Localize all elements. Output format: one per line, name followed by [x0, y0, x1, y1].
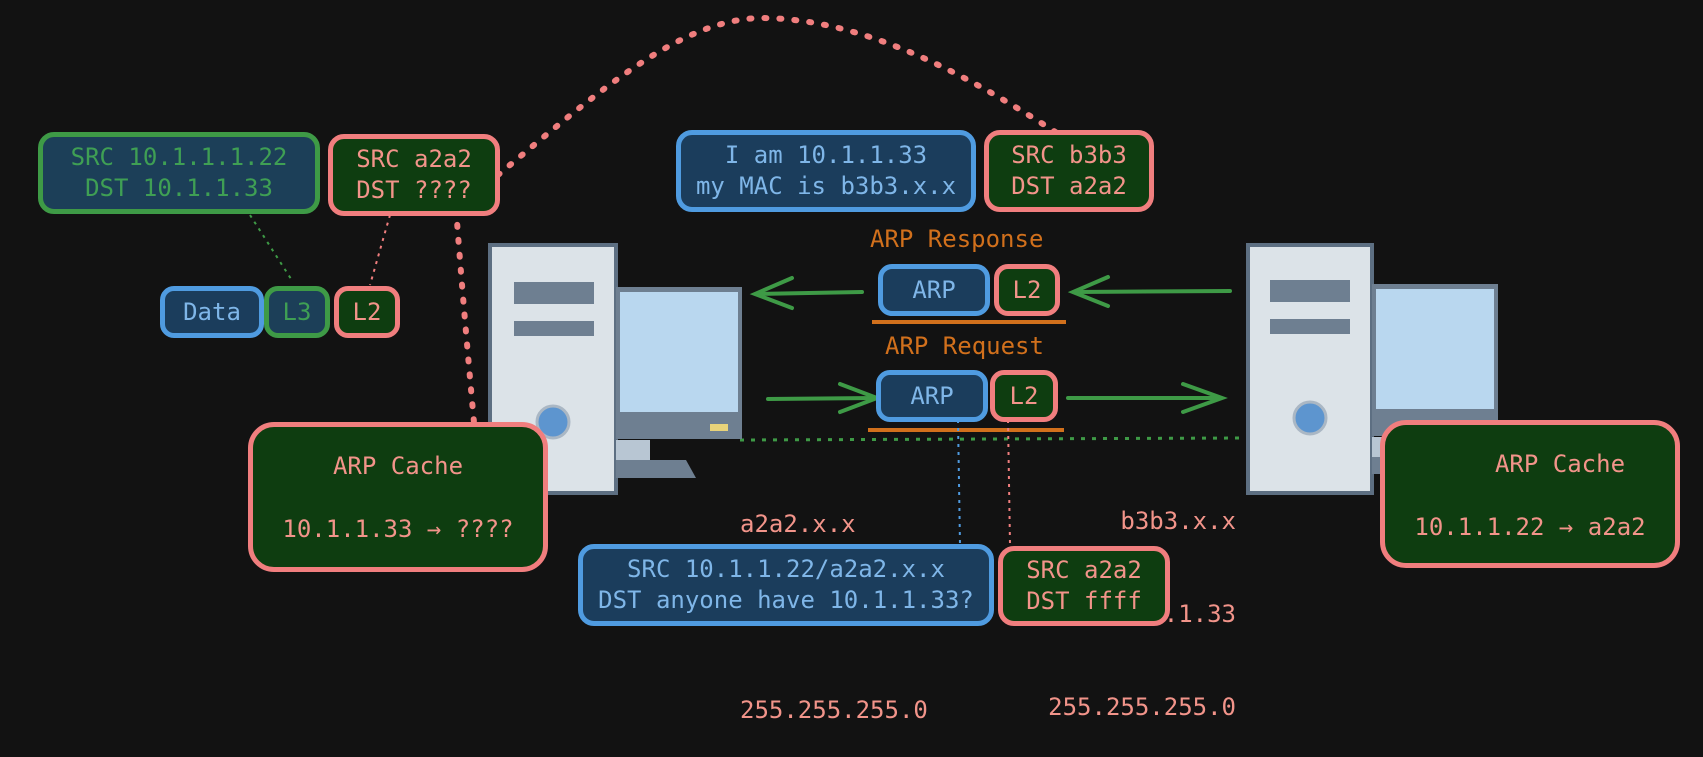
l2-link-line	[369, 214, 391, 286]
l2-dst: DST ????	[356, 176, 472, 204]
arp-response-l2-box: L2	[994, 264, 1060, 316]
l3-dst: DST 10.1.1.33	[85, 174, 273, 202]
arp-request-l2-header-box: SRC a2a2 DST ffff	[998, 546, 1170, 626]
host-a-mac: a2a2.x.x	[740, 510, 856, 538]
arrow-right-icon	[1066, 382, 1228, 414]
l3-src: SRC 10.1.1.1.22	[70, 143, 288, 171]
packet-l2-segment: L2	[334, 286, 400, 338]
host-b-mac: b3b3.x.x	[1120, 507, 1236, 535]
arp-cache-a-box: ARP Cache 10.1.1.33 → ????	[248, 422, 548, 572]
l2-src: SRC a2a2	[356, 145, 472, 173]
arp-cache-a-entry: 10.1.1.33 → ????	[282, 515, 514, 543]
arp-reply-l2-dst: DST a2a2	[1011, 172, 1127, 200]
l2-header-box: SRC a2a2 DST ????	[328, 134, 500, 216]
l3-header-box: SRC 10.1.1.1.22 DST 10.1.1.33	[38, 132, 320, 214]
packet-l3-segment: L3	[264, 286, 330, 338]
arp-reply-line1: I am 10.1.1.33	[724, 141, 928, 169]
arp-cache-b-box: ARP Cache 10.1.1.22 → a2a2	[1380, 420, 1680, 568]
l3-link-line	[249, 214, 294, 283]
arp-reply-payload-box: I am 10.1.1.33 my MAC is b3b3.x.x	[676, 130, 976, 212]
arp-cache-b-title: ARP Cache	[1494, 450, 1626, 478]
network-link-line	[739, 436, 1241, 442]
arp-reply-l2-box: SRC b3b3 DST a2a2	[984, 130, 1154, 212]
arp-request-payload-box: SRC 10.1.1.22/a2a2.x.x DST anyone have 1…	[578, 544, 994, 626]
arp-reply-l2-src: SRC b3b3	[1011, 141, 1127, 169]
arrow-left-icon	[1067, 275, 1232, 308]
dotted-arc-connector	[495, 14, 1063, 178]
arp-request-arp-box: ARP	[876, 370, 988, 422]
host-b-mask: 255.255.255.0	[1048, 693, 1236, 721]
arrow-left-icon	[749, 276, 864, 310]
host-a-mask: 255.255.255.0	[740, 696, 928, 724]
arp-cache-b-entry: 10.1.1.22 → a2a2	[1414, 513, 1646, 541]
arp-request-dst: DST anyone have 10.1.1.33?	[598, 586, 974, 614]
arp-request-src: SRC 10.1.1.22/a2a2.x.x	[627, 555, 945, 583]
arp-response-arp-box: ARP	[878, 264, 990, 316]
arp-diagram: SRC 10.1.1.1.22 DST 10.1.1.33 SRC a2a2 D…	[38, 14, 1680, 724]
arrow-right-icon	[766, 382, 883, 414]
arp-request-title: ARP Request	[885, 332, 1044, 360]
arp-cache-a-title: ARP Cache	[332, 452, 464, 480]
arp-response-title: ARP Response	[870, 225, 1044, 253]
packet-data-segment: Data	[160, 286, 264, 338]
arp-request-l2-box: L2	[990, 370, 1058, 422]
arp-reply-line2: my MAC is b3b3.x.x	[695, 172, 957, 200]
computer-icon	[1246, 243, 1498, 495]
request-arp-drop-line	[957, 419, 961, 546]
request-l2-drop-line	[1007, 419, 1011, 546]
arp-request-l2-dst: DST ffff	[1026, 587, 1142, 615]
arp-request-l2-src: SRC a2a2	[1026, 556, 1142, 584]
